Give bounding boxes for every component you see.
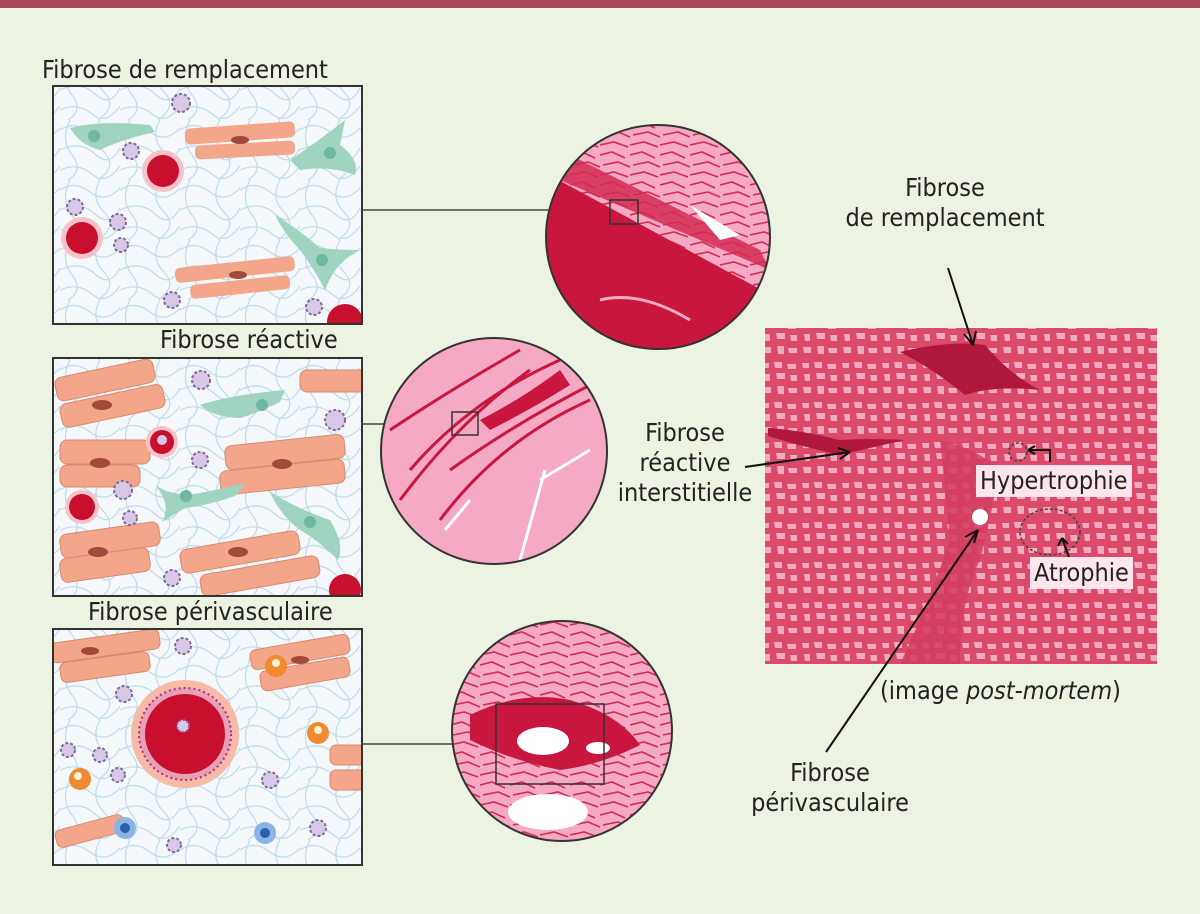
macrophage <box>309 819 327 837</box>
atrophy-label: Atrophie <box>1030 557 1133 589</box>
fibroblast <box>155 483 245 522</box>
macrophage <box>110 767 126 783</box>
cardiomyocyte <box>199 555 321 596</box>
reactive-panel-title: Fibrose réactive <box>160 325 338 354</box>
hypertrophy-label: Hypertrophie <box>976 465 1132 497</box>
reactive-annotation-line2: réactive <box>639 448 731 477</box>
zoom-box <box>495 703 605 785</box>
perivascular-fibrosis-panel <box>53 629 362 865</box>
arrow-replacement <box>947 267 974 346</box>
macrophage <box>122 510 138 526</box>
cardiomyocyte <box>53 629 161 664</box>
reactive-annotation-line1: Fibrose <box>645 418 725 447</box>
cardiomyocyte <box>259 656 351 692</box>
macrophage <box>163 569 181 587</box>
arrow-reactive <box>744 451 851 468</box>
fibroblast <box>270 492 341 560</box>
macrophage <box>324 409 346 431</box>
reactive-fibrosis-panel <box>53 358 362 596</box>
annotation-arrows <box>744 267 1071 753</box>
postmortem-caption: (image post-mortem) <box>880 676 1121 706</box>
macrophage <box>166 837 182 853</box>
perivascular-annotation-line2: périvasculaire <box>751 788 909 817</box>
reactive-annotation-line3: interstitielle <box>617 478 753 507</box>
perivascular-panel-title: Fibrose périvasculaire <box>88 597 333 626</box>
macrophage <box>109 213 127 231</box>
zoom-box <box>609 199 639 225</box>
arrow-perivascular <box>825 529 979 753</box>
perivascular-micrograph-circle <box>451 620 673 842</box>
reactive-micrograph-circle <box>380 337 608 565</box>
macrophage <box>122 142 140 160</box>
perivascular-annotation: Fibrose périvasculaire <box>740 758 920 818</box>
fibroblast <box>290 120 356 175</box>
hypertrophy-outline <box>1008 442 1028 462</box>
macrophage <box>113 237 129 253</box>
macrophage <box>115 685 133 703</box>
fibroblast <box>275 215 360 290</box>
cardiomyocyte <box>184 121 296 145</box>
zoom-box <box>451 411 479 436</box>
perivascular-annotation-line1: Fibrose <box>790 758 870 787</box>
fibroblast <box>70 123 155 150</box>
macrophage <box>163 291 181 309</box>
macrophage <box>66 198 84 216</box>
cardiomyocyte <box>190 275 290 299</box>
fibroblast <box>200 390 285 418</box>
arrow-atrophy <box>1061 537 1071 561</box>
arrow-hypertrophy <box>1028 449 1051 462</box>
cardiomyocyte <box>54 358 156 402</box>
replacement-micrograph-circle <box>545 124 771 350</box>
postmortem-em: post-mortem <box>966 676 1113 705</box>
replacement-annotation-line2: de remplacement <box>845 203 1045 232</box>
macrophage <box>60 742 76 758</box>
reactive-annotation: Fibrose réactive interstitielle <box>600 418 770 508</box>
macrophage <box>305 298 323 316</box>
capillary <box>329 574 361 596</box>
macrophage <box>191 451 209 469</box>
artery <box>131 680 239 788</box>
replacement-fibrosis-panel <box>53 86 362 324</box>
macrophage <box>171 93 191 113</box>
replacement-annotation: Fibrose de remplacement <box>820 173 1070 233</box>
capillary <box>327 304 362 324</box>
cardiomyocyte <box>329 744 362 766</box>
macrophage <box>261 771 279 789</box>
cardiomyocyte <box>299 369 362 393</box>
replacement-annotation-line1: Fibrose <box>905 173 985 202</box>
macrophage <box>191 370 211 390</box>
top-accent-bar <box>0 0 1200 8</box>
cardiomyocyte <box>329 769 362 791</box>
macrophage <box>113 480 133 500</box>
postmortem-close: ) <box>1112 676 1121 705</box>
macrophage <box>92 747 108 763</box>
cardiomyocyte <box>59 384 166 428</box>
cardiomyocyte <box>174 256 295 283</box>
cardiomyocyte <box>194 140 296 160</box>
atrophy-outline <box>1019 508 1081 556</box>
cardiomyocyte <box>59 651 151 683</box>
postmortem-open: (image <box>880 676 966 705</box>
macrophage <box>174 637 192 655</box>
replacement-panel-title: Fibrose de remplacement <box>42 55 328 84</box>
